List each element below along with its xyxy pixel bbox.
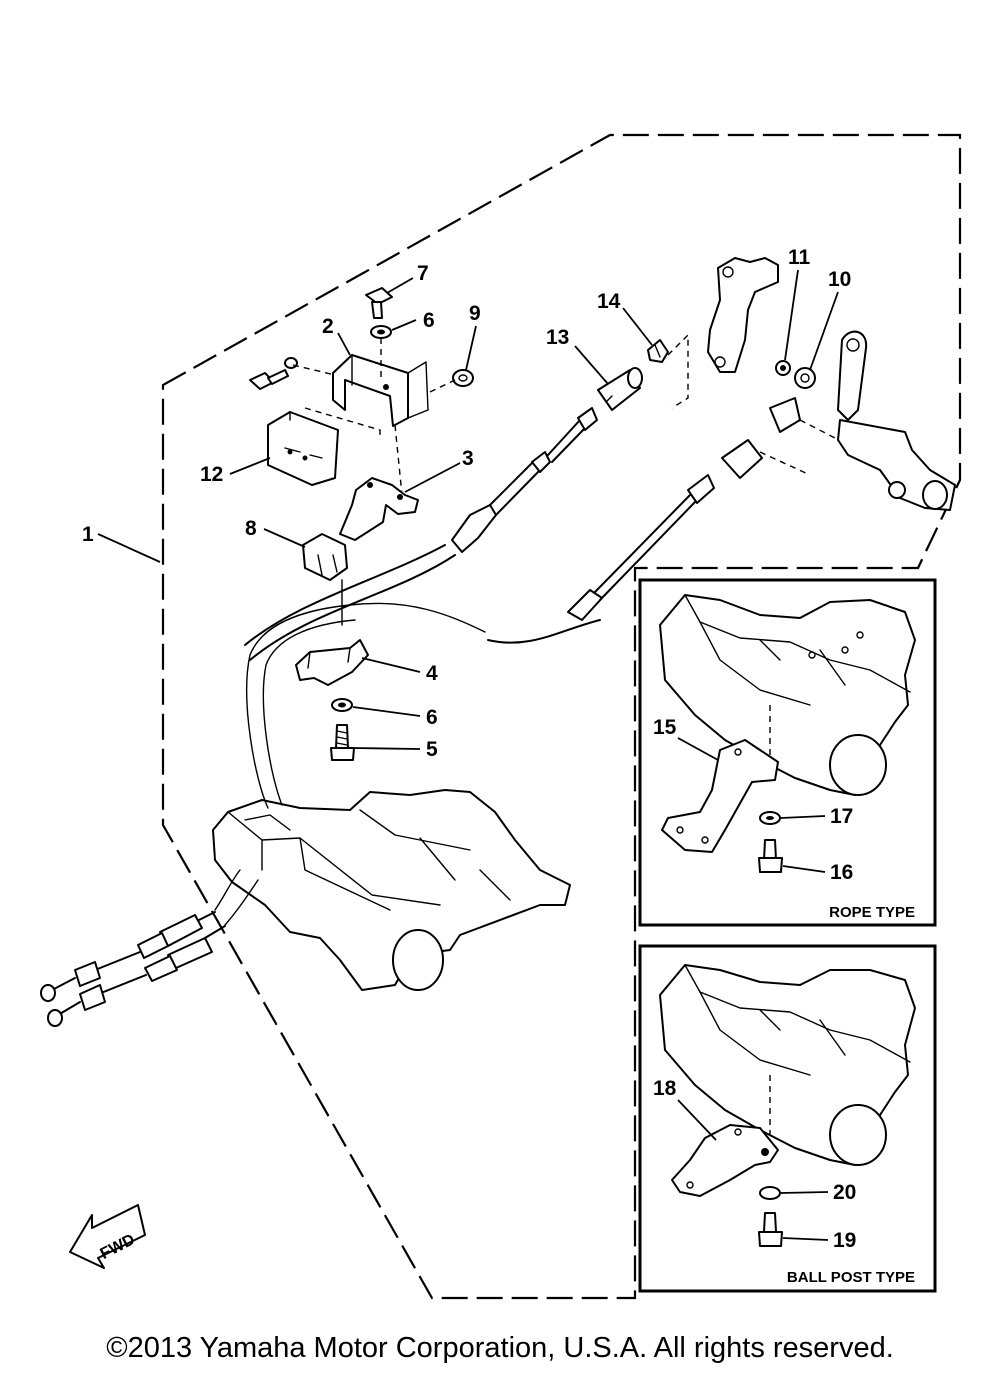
leader-4 [361,657,421,673]
cable-routing-loop [214,602,486,926]
leader-14 [622,307,653,346]
washer-20 [759,1186,781,1200]
part-number-6-lower: 6 [426,706,438,729]
part-number-13: 13 [546,326,569,349]
leader-11 [784,269,799,361]
leader-13 [574,345,609,385]
nut-11 [775,360,791,376]
leader-20 [780,1191,829,1194]
leader-1 [97,533,161,563]
part-number-17: 17 [830,805,853,828]
nut-9 [452,369,474,387]
bracket-2 [332,354,429,427]
leader-17 [780,815,826,819]
cable-ends-bottom-left [40,911,226,1027]
rope-type-caption: ROPE TYPE [829,904,915,921]
leader-8 [263,528,306,548]
part-number-6-upper: 6 [423,309,435,332]
control-link-upper [707,257,779,373]
leader-16 [782,865,826,873]
ballpost-inset-casing [659,964,916,1166]
leader-19 [782,1237,829,1241]
leader-6-upper [391,319,417,331]
part-number-2: 2 [322,315,334,338]
part-number-7: 7 [417,262,429,285]
part-number-1: 1 [82,523,94,546]
leader-18 [677,1099,717,1141]
leader-6-lower [352,706,421,717]
leader-3 [404,462,461,493]
bolt-16 [758,839,783,873]
part-number-11: 11 [788,246,811,269]
bolt-5 [330,724,355,761]
bracket-4 [295,639,369,686]
copyright-notice: ©2013 Yamaha Motor Corporation, U.S.A. A… [106,1332,894,1364]
part-number-5: 5 [426,738,438,761]
part-number-10: 10 [828,268,851,291]
washer-6-lower [331,698,353,712]
fwd-arrow-icon: FWD [69,1204,146,1269]
leader-10 [809,291,839,371]
plate-12 [267,411,339,486]
part-number-8: 8 [245,517,257,540]
bracket-3 [339,477,419,541]
part-number-16: 16 [830,861,853,884]
engine-casing [212,789,571,991]
part-number-19: 19 [833,1229,856,1252]
part-number-3: 3 [462,447,474,470]
ball-post-type-inset-frame [638,944,937,1293]
part-number-12: 12 [200,463,223,486]
part-number-15: 15 [653,716,677,739]
leader-15 [677,737,719,761]
part-number-20: 20 [833,1181,856,1204]
shift-cable [487,439,763,644]
part-number-14: 14 [597,290,621,313]
assembly-dashed-outline [161,133,962,1300]
cable-joint-13 [597,367,643,411]
bracket-18 [671,1124,779,1197]
leader-2 [337,332,351,356]
leader-5 [351,747,421,750]
bolt-7 [365,287,393,319]
shift-lever-assembly [759,330,956,511]
washer-6-upper [370,325,392,339]
washer-17 [759,811,781,825]
throttle-cable [244,407,598,661]
leader-12 [229,457,271,475]
ball-post-type-caption: BALL POST TYPE [787,1269,915,1286]
part-number-4: 4 [426,662,438,685]
small-bolt-left [249,357,298,390]
bracket-15 [661,739,779,853]
rope-type-inset-frame [638,578,937,927]
rope-inset-casing [659,594,916,796]
leader-7 [386,277,414,294]
leader-9 [465,325,477,371]
clip-14 [647,339,669,363]
part-number-9: 9 [469,302,481,325]
bolt-19 [758,1212,783,1247]
clamp-8 [302,533,348,581]
part-number-18: 18 [653,1077,677,1100]
collar-10 [794,367,816,389]
